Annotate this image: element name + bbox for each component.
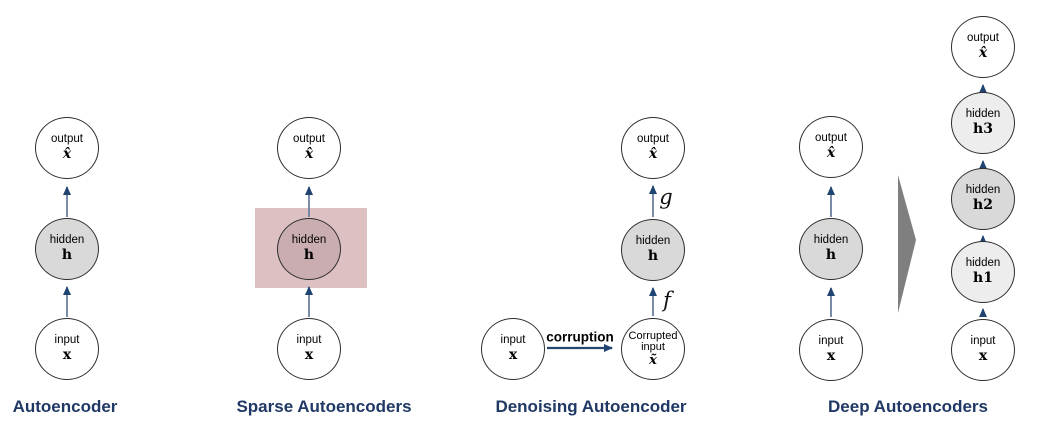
node-var-label: h2 bbox=[973, 197, 993, 214]
node-var-label: h bbox=[61, 247, 73, 264]
node-var-label: x̂ bbox=[978, 45, 988, 62]
node-hidden-sparse: hidden h bbox=[277, 218, 341, 280]
node-output-3: output x̂ bbox=[621, 117, 685, 179]
node-role-label: input bbox=[818, 335, 844, 348]
node-role-label: output bbox=[293, 133, 325, 146]
node-role-label: hidden bbox=[965, 257, 1001, 270]
node-corrupted-input: Corrupted input x̃ bbox=[621, 318, 685, 380]
node-input-4-left: input x bbox=[799, 319, 863, 381]
node-var-label: h bbox=[647, 248, 659, 265]
node-role-label: hidden bbox=[813, 234, 849, 247]
node-role-label: hidden bbox=[635, 235, 671, 248]
diagram-title-sparse: Sparse Autoencoders bbox=[236, 397, 412, 416]
node-role-label: output bbox=[51, 133, 83, 146]
node-var-label: x bbox=[978, 348, 988, 365]
node-hidden-h2: hidden h2 bbox=[951, 168, 1015, 230]
node-input-4-right: input x bbox=[951, 319, 1015, 381]
node-hidden-3: hidden h bbox=[621, 219, 685, 281]
node-hidden-h1: hidden h1 bbox=[951, 241, 1015, 303]
node-role-label: input bbox=[970, 335, 996, 348]
node-var-label: x̂ bbox=[826, 145, 836, 162]
node-role-label: output bbox=[967, 32, 999, 45]
node-hidden-1: hidden h bbox=[35, 218, 99, 280]
node-role-label: output bbox=[637, 133, 669, 146]
node-var-label: x̃ bbox=[649, 352, 657, 368]
node-input-2: input x bbox=[277, 318, 341, 380]
diagram-title-autoencoder: Autoencoder bbox=[12, 397, 118, 416]
node-var-label: x bbox=[508, 347, 518, 364]
node-var-label: x̂ bbox=[62, 146, 72, 163]
node-output-4-right: output x̂ bbox=[951, 16, 1015, 78]
node-hidden-4-left: hidden h bbox=[799, 218, 863, 280]
node-output-2: output x̂ bbox=[277, 117, 341, 179]
node-input-1: input x bbox=[35, 318, 99, 380]
node-role-label: hidden bbox=[49, 234, 85, 247]
node-role-label: output bbox=[815, 132, 847, 145]
node-role-label: hidden bbox=[965, 108, 1001, 121]
node-role-label2: input bbox=[641, 341, 665, 354]
node-var-label: x bbox=[62, 347, 72, 364]
node-output-1: output x̂ bbox=[35, 117, 99, 179]
flow-arrows bbox=[63, 84, 987, 317]
node-var-label: h bbox=[825, 247, 837, 264]
node-role-label: input bbox=[296, 334, 322, 347]
node-role-label: input bbox=[500, 334, 526, 347]
node-input-3: input x bbox=[481, 318, 545, 380]
node-role-label: hidden bbox=[291, 234, 327, 247]
node-var-label: x bbox=[304, 347, 314, 364]
node-var-label: x̂ bbox=[648, 146, 658, 163]
diagram-title-denoising: Denoising Autoencoder bbox=[495, 397, 687, 416]
node-var-label: h bbox=[303, 247, 315, 264]
node-var-label: x bbox=[826, 348, 836, 365]
decoder-function-label: g bbox=[659, 185, 673, 209]
corruption-label: corruption bbox=[546, 329, 614, 345]
node-var-label: h3 bbox=[973, 121, 993, 138]
deep-transition-arrow-icon bbox=[898, 175, 916, 313]
encoder-function-label: f bbox=[663, 288, 671, 312]
node-output-4-left: output x̂ bbox=[799, 116, 863, 178]
diagram-title-deep: Deep Autoencoders bbox=[828, 397, 988, 416]
node-var-label: h1 bbox=[973, 270, 993, 287]
node-role-label: hidden bbox=[965, 184, 1001, 197]
node-role-label: input bbox=[54, 334, 80, 347]
node-var-label: x̂ bbox=[304, 146, 314, 163]
node-hidden-h3: hidden h3 bbox=[951, 92, 1015, 154]
node-role-label: Corrupted bbox=[628, 329, 678, 342]
